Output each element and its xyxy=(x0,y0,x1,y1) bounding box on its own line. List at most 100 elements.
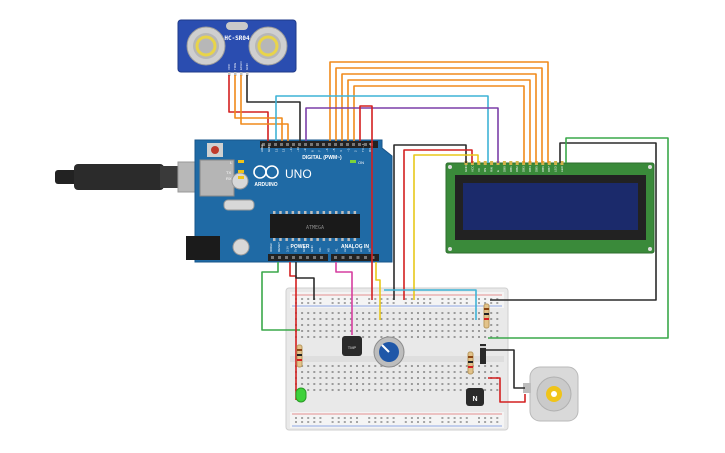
arduino-top-pin-label: 8 xyxy=(310,150,314,152)
arduino-bottom-pin-label: A0 xyxy=(326,248,330,252)
lcd-pin-label: GND xyxy=(464,165,468,173)
green-led xyxy=(295,387,307,403)
wire-red-down xyxy=(359,105,373,300)
wire-lcd-led-vcc xyxy=(488,137,669,339)
usb-port xyxy=(199,159,235,197)
arduino-bottom-pin-label: 5V xyxy=(294,248,298,252)
wire-a0 xyxy=(335,262,353,335)
arduino-top-pin-label: 7 xyxy=(318,150,322,152)
potentiometer[interactable] xyxy=(373,336,405,368)
power-header xyxy=(268,254,328,261)
arduino-top-pin-label: 2 xyxy=(354,150,358,152)
wire-sensor-trig xyxy=(234,75,283,141)
lcd-pin-label: DB1 xyxy=(509,166,513,172)
arduino-top-pin-label: ~5 xyxy=(332,148,336,152)
sensor-pin-label: TRIG xyxy=(233,62,237,70)
temperature-sensor: TMP xyxy=(342,336,362,356)
arduino-bottom-pin-label: IOREF xyxy=(269,243,273,252)
transistor-label: N xyxy=(472,396,477,403)
wires xyxy=(228,61,669,403)
arduino-bottom-pin-label: A3 xyxy=(351,248,355,252)
wire-lcd-e xyxy=(353,85,525,163)
tx-label: TX xyxy=(226,170,231,175)
arduino-top-pin-label: GND xyxy=(267,145,271,153)
arduino-bottom-pin-label: GND xyxy=(302,245,306,253)
arduino-bottom-pin-label: A4 xyxy=(359,248,363,252)
arduino-bottom-pin-label: Vin xyxy=(318,247,322,252)
lcd-pin-label: DB5 xyxy=(534,166,538,172)
npn-transistor: N xyxy=(466,388,484,406)
diode xyxy=(480,344,486,364)
arduino-top-pin-label: RX←0 xyxy=(368,143,372,152)
on-label: ON xyxy=(358,160,364,165)
wire-sensor-gnd xyxy=(246,75,301,141)
wire-lcd-db7 xyxy=(329,61,549,163)
wire-cyan-bus xyxy=(384,289,477,320)
resistor-transistor xyxy=(467,351,474,375)
sensor-model: HC-SR04 xyxy=(224,35,250,42)
lcd-pin-label: DB6 xyxy=(541,166,545,172)
lcd-pin-label: DB0 xyxy=(502,166,506,172)
wire-sensor-echo xyxy=(240,75,289,141)
power-label: POWER xyxy=(291,244,310,250)
wire-lcd-gnd xyxy=(393,144,467,300)
analog-label: ANALOG IN xyxy=(341,244,369,250)
lcd-pin-label: LED xyxy=(560,165,564,172)
wire-lcd-db4 xyxy=(347,79,531,163)
wire-sensor-vcc xyxy=(228,75,269,141)
lcd-pin-label: DB3 xyxy=(522,166,526,172)
arduino-top-pin-label: ~11 xyxy=(289,147,293,152)
rx-label: RX xyxy=(226,176,232,181)
lcd-pin-label: DB7 xyxy=(547,166,551,172)
wire-lcd-contrast xyxy=(413,154,479,300)
wire-lcd-vcc xyxy=(403,149,473,300)
wire-motor-pos xyxy=(488,377,526,403)
wire-motor-neg xyxy=(486,349,525,389)
wire-lcd-rs xyxy=(275,95,489,163)
wire-green-loop xyxy=(261,262,300,331)
resistor-led xyxy=(296,344,303,368)
dc-motor xyxy=(523,366,579,422)
usb-cable xyxy=(55,161,203,193)
arduino-top-pin-label: ~6 xyxy=(325,148,329,152)
ic-label: ATMEGA xyxy=(306,225,324,231)
microcontroller-ic xyxy=(270,214,360,238)
reset-button[interactable] xyxy=(211,146,219,154)
arduino-top-pin-label: ~9 xyxy=(303,148,307,152)
wire-pot xyxy=(375,262,381,320)
arduino-bottom-pin-label: A5 xyxy=(367,248,371,252)
sensor-pin-label: ECHO xyxy=(239,61,243,70)
arduino-top-pin-label: 12 xyxy=(282,148,286,152)
lcd-pin-label: DB2 xyxy=(515,166,519,172)
wire-lcd-v0 xyxy=(305,107,499,163)
lcd-pin-label: RS xyxy=(483,168,487,172)
lcd-pin-label: V0 xyxy=(477,168,481,172)
arduino-top-pin-label: 4 xyxy=(339,150,343,152)
arduino-bottom-pin-label: RESET xyxy=(277,242,281,252)
lcd-pin-label: DB4 xyxy=(528,166,532,172)
sensor-pin-label: VCC xyxy=(227,63,231,70)
arduino-bottom-pin-label: A1 xyxy=(335,248,339,252)
arduino-bottom-pin-label: GND xyxy=(310,245,314,253)
arduino-top-pin-label: AREF xyxy=(260,144,264,152)
arduino-top-pin-label: ~3 xyxy=(346,148,350,152)
temp-sensor-label: TMP xyxy=(348,345,357,350)
wire-gnd xyxy=(295,262,315,300)
sensor-pin-label: GND xyxy=(245,63,249,71)
analog-header xyxy=(331,254,379,261)
arduino-model: UNO xyxy=(285,167,312,181)
wire-5v xyxy=(289,262,297,300)
lcd-screen xyxy=(463,183,638,230)
resistor-right xyxy=(483,303,490,329)
arduino-logo: ARDUINO xyxy=(253,165,279,188)
arduino-top-pin-label: 13 xyxy=(274,148,278,152)
lcd-pin-label: E xyxy=(496,170,500,172)
lcd-pin-label: RW xyxy=(490,167,494,172)
arduino-brand: ARDUINO xyxy=(254,182,277,188)
arduino-top-pin-label: TX→1 xyxy=(361,143,365,152)
